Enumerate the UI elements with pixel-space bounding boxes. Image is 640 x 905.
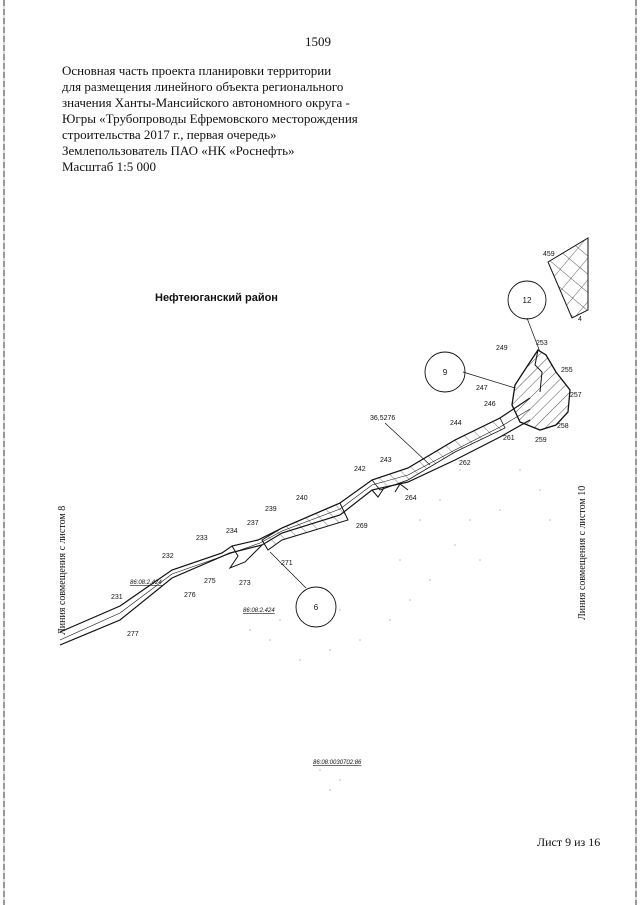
point-label: 4 (578, 316, 582, 323)
leader-9 (462, 371, 516, 389)
point-label: 240 (296, 495, 308, 502)
callout-label: 6 (314, 603, 319, 612)
point-label: 247 (476, 385, 488, 392)
page-number: 1509 (305, 34, 331, 49)
notch-234 (228, 544, 263, 570)
leader-parcel-area (384, 422, 431, 466)
scan-edge-left (3, 0, 5, 905)
point-label: 262 (459, 460, 471, 467)
match-line-right: Линия совмещения с листом 10 (577, 485, 588, 620)
point-label: 269 (356, 523, 368, 530)
point-label: 259 (535, 437, 547, 444)
callout-6 (295, 586, 337, 628)
point-label: 276 (184, 592, 196, 599)
point-label: 261 (503, 435, 515, 442)
point-label: 253 (536, 340, 548, 347)
callout-label: 9 (443, 368, 448, 377)
cadastral-label: 86:08:2.424 (243, 608, 275, 614)
point-label: 271 (281, 560, 293, 567)
document-header: Основная часть проекта планировки террит… (62, 63, 362, 175)
pad-boundary-inner (534, 349, 543, 393)
callout-12 (507, 280, 547, 320)
point-label: 275 (204, 578, 216, 585)
hatched-section-243 (371, 417, 506, 491)
point-label: 255 (561, 367, 573, 374)
point-label: 233 (196, 535, 208, 542)
header-line: для размещения линейного объекта региона… (62, 79, 344, 94)
header-line: Основная часть проекта планировки террит… (62, 63, 332, 78)
hatched-section-240 (261, 502, 349, 551)
point-label: 264 (405, 495, 417, 502)
notch-264 (394, 483, 409, 493)
header-line: Землепользователь ПАО «НК «Роснефть» (62, 143, 295, 158)
point-label: 243 (380, 457, 392, 464)
cadastral-label: 86:08:2.424 (130, 580, 162, 586)
header-line: Югры «Трубопроводы Ефремовского месторож… (62, 111, 358, 126)
point-label: 231 (111, 594, 123, 601)
callout-label: 12 (523, 296, 532, 305)
point-label: 277 (127, 631, 139, 638)
point-label: 244 (450, 420, 462, 427)
notch-242 (371, 487, 385, 498)
point-label: 459 (543, 251, 555, 258)
point-label: 273 (239, 580, 251, 587)
callout-9 (424, 351, 466, 393)
leader-12 (526, 317, 541, 353)
header-line: строительства 2017 г., первая очередь» (62, 127, 277, 142)
point-label: 246 (484, 401, 496, 408)
point-label: 234 (226, 528, 238, 535)
point-label: 232 (162, 553, 174, 560)
point-label: 249 (496, 345, 508, 352)
point-label: 239 (265, 506, 277, 513)
well-pad (511, 349, 571, 431)
point-label: 257 (570, 392, 582, 399)
cadastral-label: 86:08:0030702:86 (313, 760, 362, 766)
match-line-left: Линия совмещения с листом 8 (57, 505, 68, 635)
region-label: Нефтеюганский район (155, 292, 278, 304)
point-label: 237 (247, 520, 259, 527)
point-label: 242 (354, 466, 366, 473)
scale-label: Масштаб 1:5 000 (62, 159, 156, 174)
parcel-459 (547, 237, 589, 319)
parcel-area-label: 36,5276 (370, 415, 395, 422)
point-label: 258 (557, 423, 569, 430)
header-line: значения Ханты-Мансийского автономного о… (62, 95, 350, 110)
leader-6 (269, 551, 307, 589)
sheet-number: Лист 9 из 16 (537, 835, 601, 849)
corridor-edge-north (59, 397, 531, 633)
scan-noise (249, 469, 551, 791)
scan-edge-right (635, 0, 637, 905)
